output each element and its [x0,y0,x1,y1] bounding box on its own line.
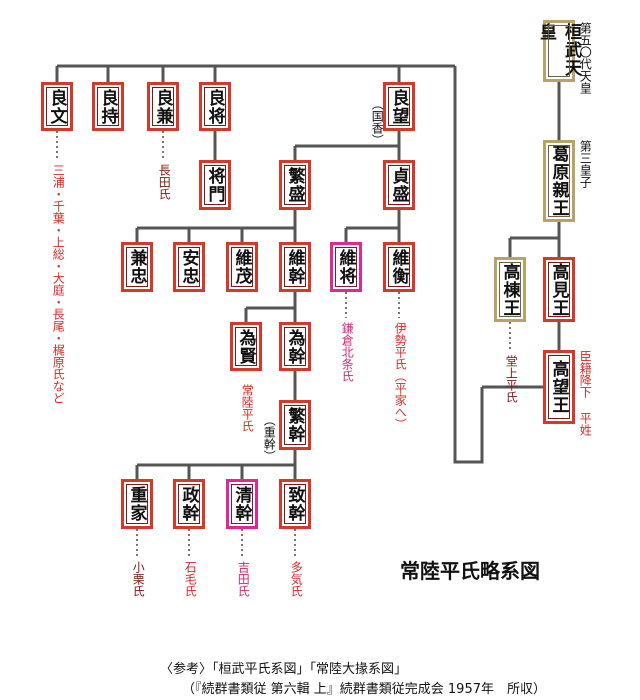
desc-masamoto: 石毛氏 [183,561,198,597]
person-yoshimochi: 良持 [92,82,124,131]
note-kazurahara-son: 第三皇子 [578,140,593,188]
person-yoshifumi: 良文 [41,82,73,131]
person-shigemori: 繁盛 [279,160,311,210]
desc-koretoki: 鎌倉北条氏 [340,322,355,382]
person-kanmu: 桓武天皇 [536,20,581,82]
person-masamoto: 政幹 [173,479,205,529]
person-yoshimasa: 良将 [199,82,231,131]
person-munemoto: 致幹 [279,479,311,529]
person-takamune: 高棟王 [494,257,526,322]
alt-shigemoto: （重幹） [262,414,277,462]
person-koremoto: 維幹 [279,242,311,292]
person-tamemoto: 為幹 [279,322,311,371]
desc-kiyomoto: 吉田氏 [236,561,251,597]
person-yoshikane: 良兼 [147,82,179,131]
person-kazurahara: 葛原親王 [543,140,575,222]
person-sadamori: 貞盛 [383,160,415,210]
person-korehira: 維衡 [383,242,415,292]
desc-yoshifumi: 三浦・千葉・上総・大庭・長尾・梶原氏など [51,164,66,404]
desc-tamekata: 常陸平氏 [240,384,255,432]
person-shigeie: 重家 [121,479,153,529]
person-tamekata: 為賢 [230,322,262,371]
desc-takamune: 堂上平氏 [504,355,519,403]
note-kanmu-generation: 第五〇代天皇 [578,22,593,94]
diagram-title: 常陸平氏略系図 [400,559,540,583]
person-yasutada: 安忠 [173,242,205,292]
alt-yoshimochi: （国香） [370,98,385,146]
person-kanetada: 兼忠 [121,242,153,292]
reference-line-2: （『続群書類従 第六輯 上』続群書類従完成会 1957年 所収） [182,682,546,697]
note-takamochi: 臣籍降下 平姓 [578,350,593,436]
desc-yoshikane: 長田氏 [157,164,172,200]
person-takamochi: 高望王 [543,350,575,424]
person-koreshige: 維茂 [226,242,258,292]
person-kiyomoto: 清幹 [226,479,258,529]
person-masakado: 将門 [199,160,231,210]
person-koretoki: 維将 [330,242,362,292]
person-takami: 高見王 [543,257,575,322]
desc-korehira: 伊勢平氏（平家へ） [393,322,408,430]
person-yoshimochi2: 良望 [383,82,415,131]
desc-shigeie: 小栗氏 [131,561,146,597]
person-shigemoto: 繁幹 [279,400,311,450]
desc-munemoto: 多気氏 [289,561,304,597]
reference-line-1: 〈参考〉「桓武平氏系図」「常陸大掾系図」 [160,662,408,677]
